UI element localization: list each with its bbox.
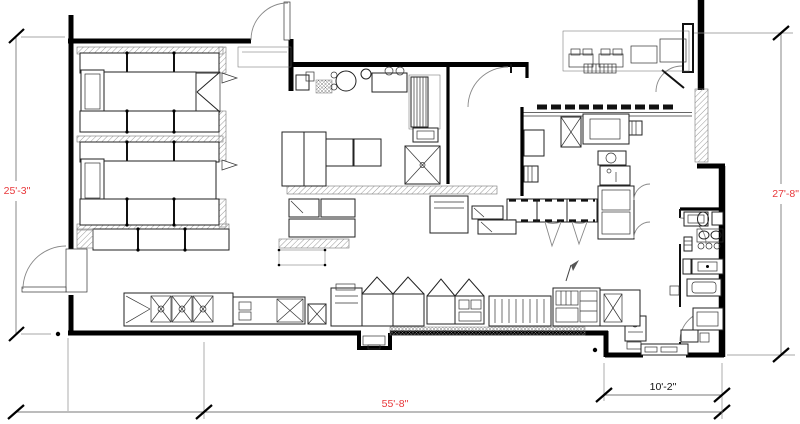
floor-sink bbox=[307, 303, 327, 325]
kitchen-door-swing bbox=[467, 66, 509, 108]
dimension-left: 25'-3" bbox=[4, 28, 65, 342]
side-exit-door bbox=[21, 245, 88, 293]
bench-row bbox=[76, 227, 230, 252]
section-marker bbox=[565, 260, 579, 282]
entry-door bbox=[250, 1, 291, 41]
reach-in-door-swings bbox=[544, 221, 588, 248]
hot-line-shelf bbox=[488, 295, 552, 327]
round-table bbox=[335, 70, 357, 92]
dining-area bbox=[76, 46, 239, 252]
wall-niche-unit bbox=[362, 335, 386, 350]
window-glazing bbox=[694, 88, 709, 163]
dimension-label-right: 27'-8" bbox=[772, 188, 799, 200]
equipment-stand bbox=[330, 283, 363, 327]
booth-table bbox=[80, 69, 221, 114]
dimension-label-bottom-right: 10'-2" bbox=[650, 381, 677, 393]
booth-table bbox=[80, 158, 217, 203]
exterior-walls bbox=[68, 0, 726, 358]
dimension-label-bottom: 55'-8" bbox=[382, 398, 409, 410]
serving-counter bbox=[286, 185, 498, 195]
shelving-unit bbox=[408, 74, 441, 130]
toilet bbox=[697, 211, 709, 227]
patio-table bbox=[568, 48, 594, 68]
front-counter bbox=[429, 195, 517, 235]
patio-door bbox=[655, 65, 685, 93]
dish-machine bbox=[560, 116, 582, 148]
aisle-opening-marker bbox=[221, 159, 239, 171]
dish-table bbox=[232, 296, 306, 325]
restroom bbox=[683, 211, 724, 252]
mop-sink bbox=[404, 145, 441, 185]
fryer-bank bbox=[361, 276, 485, 327]
hand-sink bbox=[360, 68, 372, 80]
dimension-annotations: 25'-3" 27'-8" 55'-8" bbox=[4, 25, 799, 420]
aisle-opening-marker bbox=[221, 72, 239, 84]
prep-island bbox=[506, 198, 598, 223]
patio-table bbox=[598, 48, 624, 68]
toilet-tank bbox=[711, 211, 724, 226]
lavatory-sink bbox=[710, 230, 722, 240]
booth-row bbox=[79, 197, 220, 227]
cook-line bbox=[123, 276, 641, 350]
dimension-bottom: 55'-8" bbox=[7, 338, 731, 420]
kitchen-core bbox=[277, 66, 651, 267]
dimension-right: 27'-8" bbox=[694, 25, 799, 363]
corner-equipment bbox=[599, 289, 641, 327]
entry-vestibule bbox=[237, 46, 292, 68]
back-counter bbox=[277, 198, 356, 267]
bench-rack bbox=[583, 63, 617, 74]
oven-bank bbox=[597, 183, 651, 240]
dimension-bottom-right: 10'-2" bbox=[592, 347, 731, 419]
dimension-label-left: 25'-3" bbox=[4, 185, 31, 197]
outdoor-patio bbox=[562, 30, 690, 74]
floor-grate bbox=[315, 79, 333, 94]
office bbox=[680, 307, 724, 343]
booth-row bbox=[79, 109, 220, 134]
floor-trough bbox=[389, 326, 586, 336]
dining-tables bbox=[281, 131, 382, 187]
drive-thru-window bbox=[640, 343, 689, 356]
lavatory-sink bbox=[698, 230, 710, 240]
utility-equipment bbox=[669, 258, 724, 297]
right-corridor bbox=[624, 207, 724, 356]
beverage-service-area bbox=[295, 66, 441, 185]
prep-refrigerator bbox=[552, 287, 601, 327]
three-compartment-sink bbox=[123, 292, 234, 327]
